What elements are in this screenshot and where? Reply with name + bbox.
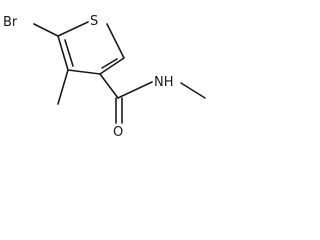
bond-c5-br: [33, 23, 59, 37]
atom-bromine: Br: [3, 15, 18, 30]
bond-c4-methyl: [57, 69, 69, 105]
bond-s-c5: [57, 21, 89, 37]
atom-oxygen: O: [113, 125, 123, 139]
atom-nitrogen: NH: [154, 75, 174, 90]
bond-c3-carbonyl: [99, 73, 119, 99]
bond-carbonyl-n: [117, 81, 153, 99]
bond-s-c2: [106, 23, 125, 59]
bond-c4-c5: [57, 35, 69, 71]
bond-c2-c3: [99, 57, 125, 75]
bond-c2-c3-inner: [101, 58, 118, 69]
bond-c3-c4: [67, 69, 101, 75]
atom-sulfur: S: [90, 14, 98, 29]
bond-c4-c5-inner: [64, 39, 74, 67]
bond-n-methyl: [180, 82, 206, 99]
molecule-structure: S Br O NH: [3, 14, 206, 139]
